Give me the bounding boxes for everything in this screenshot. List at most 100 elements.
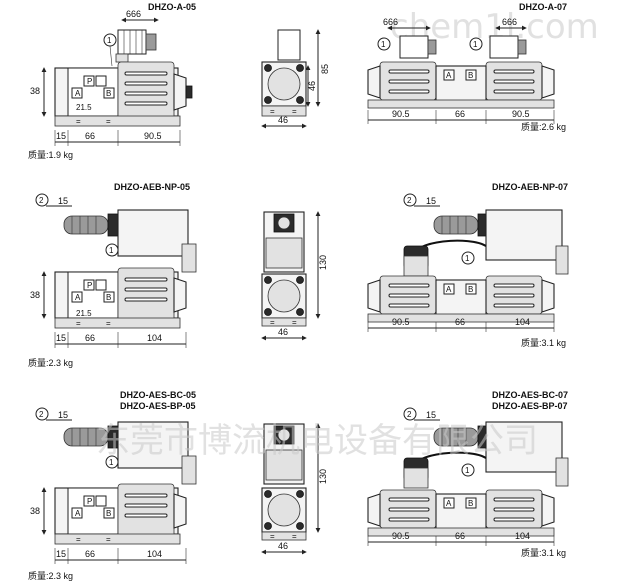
svg-text:P: P bbox=[87, 497, 92, 506]
section-3: DHZO-AES-BC-05 DHZO-AES-BP-05 DHZO-AES-B… bbox=[28, 390, 569, 581]
svg-text:2: 2 bbox=[407, 196, 412, 205]
svg-text:A: A bbox=[75, 293, 81, 302]
svg-text:=: = bbox=[270, 532, 275, 541]
dimensions-a-05: 666 38 21.5 15 66 90.5 bbox=[30, 9, 181, 146]
svg-text:46: 46 bbox=[278, 327, 288, 337]
svg-text:90.5: 90.5 bbox=[392, 109, 410, 119]
title-dhzo-aes-bp-05: DHZO-AES-BP-05 bbox=[120, 401, 196, 411]
integral-driver bbox=[117, 209, 189, 257]
svg-text:130: 130 bbox=[318, 255, 328, 270]
valve-side-view-aes-07: 2 15 1 A B bbox=[367, 407, 569, 546]
svg-text:66: 66 bbox=[85, 131, 95, 141]
section-1: DHZO-A-05 DHZO-A-07 A P B bbox=[28, 2, 567, 160]
svg-text:B: B bbox=[106, 293, 111, 302]
svg-text:666: 666 bbox=[502, 17, 517, 27]
title-dhzo-aes-bp-07: DHZO-AES-BP-07 bbox=[492, 401, 568, 411]
title-dhzo-aes-bc-05: DHZO-AES-BC-05 bbox=[120, 390, 196, 400]
watermark-bottom: 东莞市博流机电设备有限公司 bbox=[96, 421, 538, 461]
mass-aeb-np-05: 质量:2.3 kg bbox=[28, 357, 73, 368]
svg-text:P: P bbox=[87, 77, 92, 86]
svg-text:46: 46 bbox=[278, 115, 288, 125]
svg-text:=: = bbox=[76, 535, 81, 544]
dimensions-aes-05: 38 15 66 104 bbox=[30, 487, 187, 564]
svg-text:B: B bbox=[106, 89, 111, 98]
svg-text:66: 66 bbox=[455, 317, 465, 327]
svg-text:130: 130 bbox=[318, 469, 328, 484]
mass-aes-07: 质量:3.1 kg bbox=[521, 547, 566, 558]
svg-text:104: 104 bbox=[147, 333, 162, 343]
title-dhzo-a-07: DHZO-A-07 bbox=[519, 2, 567, 12]
svg-text:=: = bbox=[292, 107, 297, 116]
svg-text:46: 46 bbox=[307, 81, 317, 91]
svg-text:15: 15 bbox=[58, 196, 68, 206]
svg-text:15: 15 bbox=[58, 410, 68, 420]
mass-a-05: 质量:1.9 kg bbox=[28, 149, 73, 160]
connector-nut bbox=[145, 33, 157, 51]
svg-text:46: 46 bbox=[278, 541, 288, 551]
valve-side-view-a-07: 666 666 A B 1 1 90.5 bbox=[367, 17, 555, 124]
svg-text:38: 38 bbox=[30, 290, 40, 300]
svg-text:66: 66 bbox=[455, 109, 465, 119]
svg-text:A: A bbox=[446, 499, 452, 508]
svg-text:=: = bbox=[270, 318, 275, 327]
svg-text:66: 66 bbox=[85, 549, 95, 559]
svg-text:85: 85 bbox=[320, 64, 330, 74]
valve-end-view-aes: = = 130 46 bbox=[261, 423, 328, 555]
svg-text:666: 666 bbox=[126, 9, 141, 19]
svg-text:A: A bbox=[446, 71, 452, 80]
mass-a-07: 质量:2.6 kg bbox=[521, 121, 566, 132]
valve-side-view-aeb-np-07: 2 15 1 A B bbox=[367, 193, 569, 332]
cable-gland bbox=[63, 215, 109, 235]
valve-side-view-a-05: A P B = = 1 bbox=[54, 29, 193, 127]
svg-text:2: 2 bbox=[39, 196, 44, 205]
mass-aes-05: 质量:2.3 kg bbox=[28, 570, 73, 581]
svg-text:66: 66 bbox=[455, 531, 465, 541]
svg-text:38: 38 bbox=[30, 506, 40, 516]
svg-text:=: = bbox=[106, 535, 111, 544]
svg-text:90.5: 90.5 bbox=[144, 131, 162, 141]
valve-end-view-aeb-np: = = 130 46 bbox=[261, 211, 328, 341]
svg-text:104: 104 bbox=[515, 317, 530, 327]
mass-aeb-np-07: 质量:3.1 kg bbox=[521, 337, 566, 348]
svg-text:1: 1 bbox=[465, 254, 470, 263]
svg-text:A: A bbox=[446, 285, 452, 294]
svg-text:15: 15 bbox=[426, 196, 436, 206]
svg-text:=: = bbox=[292, 532, 297, 541]
title-dhzo-a-05: DHZO-A-05 bbox=[148, 2, 196, 12]
svg-text:1: 1 bbox=[473, 40, 478, 49]
section-2: DHZO-AEB-NP-05 DHZO-AEB-NP-07 2 15 1 bbox=[28, 182, 569, 368]
svg-text:21.5: 21.5 bbox=[76, 103, 92, 112]
svg-text:B: B bbox=[468, 285, 473, 294]
svg-text:1: 1 bbox=[465, 466, 470, 475]
svg-text:90.5: 90.5 bbox=[512, 109, 530, 119]
svg-text:B: B bbox=[106, 509, 111, 518]
svg-text:=: = bbox=[76, 117, 81, 126]
svg-text:=: = bbox=[106, 117, 111, 126]
valve-side-view-aes-05: 2 15 1 A P B = = bbox=[35, 407, 197, 545]
valve-end-view-a: = = 85 46 46 bbox=[261, 29, 330, 129]
svg-text:=: = bbox=[292, 318, 297, 327]
svg-text:15: 15 bbox=[426, 410, 436, 420]
svg-text:104: 104 bbox=[515, 531, 530, 541]
svg-text:104: 104 bbox=[147, 549, 162, 559]
svg-text:A: A bbox=[75, 509, 81, 518]
svg-text:1: 1 bbox=[381, 40, 386, 49]
svg-text:B: B bbox=[468, 499, 473, 508]
title-dhzo-aeb-np-07: DHZO-AEB-NP-07 bbox=[492, 182, 568, 192]
svg-text:=: = bbox=[76, 319, 81, 328]
title-dhzo-aes-bc-07: DHZO-AES-BC-07 bbox=[492, 390, 568, 400]
svg-text:666: 666 bbox=[383, 17, 398, 27]
svg-text:90.5: 90.5 bbox=[392, 317, 410, 327]
svg-text:90.5: 90.5 bbox=[392, 531, 410, 541]
svg-text:1: 1 bbox=[107, 36, 112, 45]
svg-text:2: 2 bbox=[407, 410, 412, 419]
svg-text:21.5: 21.5 bbox=[76, 309, 92, 318]
svg-text:2: 2 bbox=[39, 410, 44, 419]
svg-text:1: 1 bbox=[109, 246, 114, 255]
title-dhzo-aeb-np-05: DHZO-AEB-NP-05 bbox=[114, 182, 190, 192]
svg-text:15: 15 bbox=[56, 333, 66, 343]
svg-text:B: B bbox=[468, 71, 473, 80]
svg-text:15: 15 bbox=[56, 131, 66, 141]
svg-text:P: P bbox=[87, 281, 92, 290]
